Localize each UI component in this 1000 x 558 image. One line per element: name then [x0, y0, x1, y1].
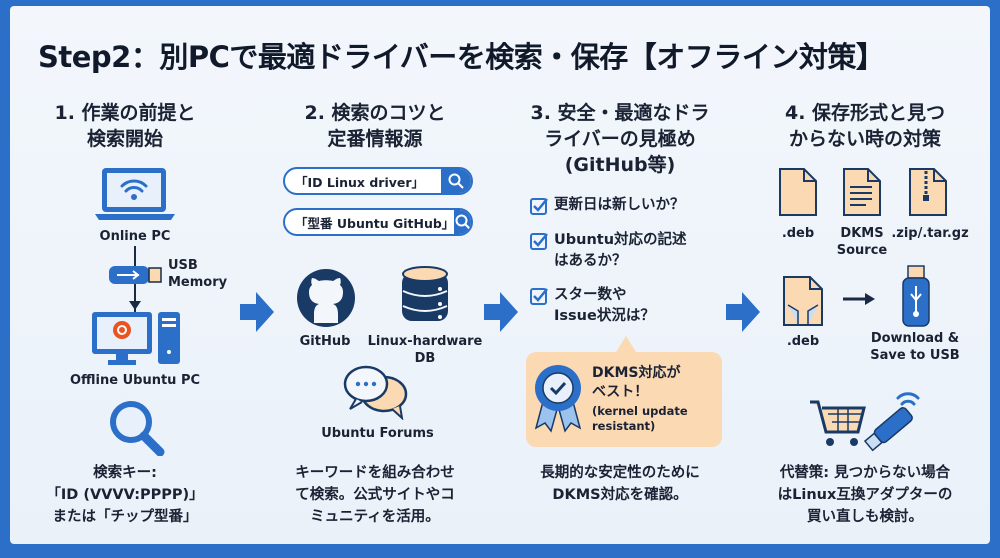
dkms-best-text: DKMS対応がベスト！ — [592, 365, 681, 400]
checkbox-checked-icon — [530, 198, 548, 215]
laptop-wifi-icon — [95, 168, 175, 220]
source-file-icon — [843, 168, 881, 216]
usb-drive-icon — [902, 265, 930, 327]
checklist-item: 更新日は新しいか？ — [530, 195, 685, 216]
arrow-right-icon — [843, 293, 875, 305]
step1-heading: 1. 作業の前提と検索開始 — [54, 102, 196, 150]
database-icon — [402, 266, 448, 321]
flow-arrow-icon — [484, 292, 518, 332]
buy-adapter-icon — [810, 392, 920, 452]
infographic-panel — [10, 6, 990, 544]
deb-package-icon — [783, 276, 823, 326]
archive-file-icon — [909, 168, 947, 216]
github-label: GitHub — [299, 334, 351, 349]
step3-heading: 3. 安全・最適なドラライバーの見極め(GitHub等) — [530, 102, 710, 176]
deb-label: .deb — [786, 334, 820, 349]
deb-file-icon — [779, 168, 817, 216]
download-save-label: Download &Save to USB — [870, 331, 960, 363]
award-badge-icon — [534, 365, 582, 433]
magnifier-icon — [110, 401, 165, 456]
offline-pc-label: Offline Ubuntu PC — [69, 373, 201, 388]
step4-heading: 4. 保存形式と見つからない時の対策 — [784, 102, 946, 150]
online-pc-label: Online PC — [99, 229, 171, 244]
flow-arrow-icon — [240, 292, 274, 332]
format-deb-label: .deb — [781, 226, 815, 241]
offline-ubuntu-pc-icon — [92, 312, 180, 365]
github-icon — [297, 269, 355, 327]
ubuntu-forums-label: Ubuntu Forums — [321, 426, 434, 441]
search-query-2[interactable]: 「型番 Ubuntu GitHub」 — [283, 208, 473, 236]
step2-heading: 2. 検索のコツと定番情報源 — [304, 102, 446, 150]
checkbox-checked-icon — [530, 233, 548, 250]
page-title: Step2：別PCで最適ドライバーを検索・保存【オフライン対策】 — [38, 40, 885, 74]
step2-body: キーワードを組み合わせて検索。公式サイトやコミュニティを活用。 — [295, 465, 455, 525]
step1-body: 検索キー:「ID (VVVV:PPPP)」または「チップ型番」 — [46, 465, 204, 525]
usb-transfer-icon — [109, 246, 162, 312]
checkbox-checked-icon — [530, 288, 548, 305]
flow-arrow-icon — [726, 292, 760, 332]
search-icon[interactable] — [454, 210, 471, 234]
search-icon[interactable] — [441, 169, 471, 193]
format-archive-label: .zip/.tar.gz — [891, 226, 969, 241]
checklist-item: Ubuntu対応の記述はあるか？ — [530, 230, 687, 272]
search-query-1[interactable]: 「ID Linux driver」 — [283, 167, 473, 195]
step4-body: 代替策: 見つからない場合はLinux互換アダプターの買い直しも検討。 — [777, 465, 953, 525]
forum-chat-icon — [343, 365, 408, 420]
